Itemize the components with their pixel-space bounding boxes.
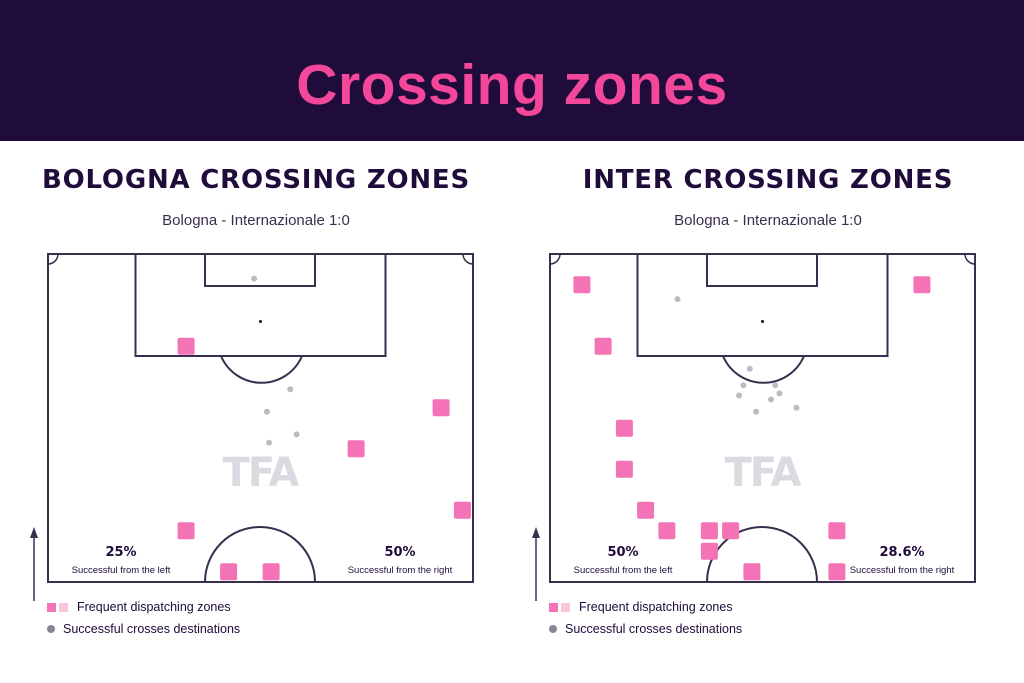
dispatch-zone <box>573 276 591 294</box>
watermark: TFA <box>223 450 300 496</box>
right-success-pct: 28.6% <box>879 545 924 560</box>
page-title: Crossing zones <box>296 53 728 117</box>
attack-direction-arrow <box>30 527 38 538</box>
legend-destinations-label: Successful crosses destinations <box>63 622 241 636</box>
legend-zone-dark-icon <box>47 602 56 612</box>
corner-arc-left <box>47 253 59 265</box>
header-banner: Crossing zones <box>0 0 1024 141</box>
legend-zones-label: Frequent dispatching zones <box>77 600 231 614</box>
legend-zones: Frequent dispatching zones <box>549 600 733 614</box>
legend-destinations-label: Successful crosses destinations <box>565 622 743 636</box>
penalty-box <box>134 253 387 357</box>
dispatch-zone <box>828 522 846 540</box>
cross-destination <box>746 365 753 372</box>
cross-destination <box>251 275 258 282</box>
match-subtitle: Bologna - Internazionale 1:0 <box>674 212 862 229</box>
penalty-spot <box>761 320 764 323</box>
right-success-pct: 50% <box>384 545 415 560</box>
dispatch-zone <box>700 542 718 560</box>
left-success-label: Successful from the left <box>574 565 673 576</box>
legend-zones: Frequent dispatching zones <box>47 600 231 614</box>
dispatch-zone <box>453 501 471 519</box>
cross-destination <box>776 390 783 397</box>
chart-marks <box>573 276 931 581</box>
dispatch-zone <box>262 563 280 581</box>
right-success-label: Successful from the right <box>348 565 453 576</box>
center-circle <box>204 526 316 583</box>
left-success-label: Successful from the left <box>72 565 171 576</box>
dispatch-zone <box>615 419 633 437</box>
six-yard-box <box>204 253 316 287</box>
corner-arc-left <box>549 253 561 265</box>
cross-destination <box>293 431 300 438</box>
cross-destination <box>263 408 270 415</box>
legend-destinations: Successful crosses destinations <box>47 622 240 636</box>
cross-destination <box>287 386 294 393</box>
panel-inter: INTER CROSSING ZONES Bologna - Internazi… <box>512 141 1024 683</box>
cross-destination <box>266 439 272 446</box>
legend-destination-icon <box>549 625 557 633</box>
penalty-arc <box>220 355 303 384</box>
attack-direction-arrow <box>532 527 540 538</box>
dispatch-zone <box>913 276 931 294</box>
dispatch-zone <box>220 563 238 581</box>
legend-destinations: Successful crosses destinations <box>549 622 742 636</box>
penalty-spot <box>259 320 262 323</box>
dispatch-zone <box>828 563 846 581</box>
penalty-box <box>636 253 889 357</box>
legend-zone-dark-icon <box>549 602 558 612</box>
dispatch-zone <box>722 522 740 540</box>
cross-destination <box>736 392 743 399</box>
corner-arc-right <box>462 253 474 265</box>
penalty-arc <box>722 355 805 384</box>
cross-destination <box>740 382 747 389</box>
dispatch-zone <box>177 522 195 540</box>
panel-title: INTER CROSSING ZONES <box>582 165 954 195</box>
panel-bologna: BOLOGNA CROSSING ZONES Bologna - Interna… <box>0 141 512 683</box>
six-yard-box <box>706 253 818 287</box>
watermark: TFA <box>725 450 802 496</box>
dispatch-zone <box>637 501 655 519</box>
dispatch-zone <box>658 522 676 540</box>
legend-destination-icon <box>47 625 55 633</box>
cross-destination <box>753 408 760 415</box>
pitch-boundary <box>47 253 474 583</box>
cross-destination <box>768 396 774 403</box>
dispatch-zone <box>177 337 195 355</box>
dispatch-zone <box>743 563 761 581</box>
corner-arc-right <box>964 253 976 265</box>
cross-destination <box>772 382 779 389</box>
chart-marks <box>177 275 471 581</box>
dispatch-zone <box>347 440 365 458</box>
match-subtitle: Bologna - Internazionale 1:0 <box>162 212 350 229</box>
left-success-pct: 50% <box>607 545 638 560</box>
legend-zone-light-icon <box>561 602 570 612</box>
legend-zone-light-icon <box>59 602 68 612</box>
cross-destination <box>674 296 681 303</box>
dispatch-zone <box>615 460 633 478</box>
pitch-chart-bologna: TFA 25% Successful from the left 50% Suc… <box>30 253 474 601</box>
dispatch-zone <box>700 522 718 540</box>
dispatch-zone <box>594 337 612 355</box>
pitch-chart-inter: TFA 50% Successful from the left 28.6% S… <box>532 253 976 601</box>
right-success-label: Successful from the right <box>850 565 955 576</box>
legend-zones-label: Frequent dispatching zones <box>579 600 733 614</box>
pitch-boundary <box>549 253 976 583</box>
dispatch-zone <box>432 399 450 417</box>
panel-title: BOLOGNA CROSSING ZONES <box>41 165 471 195</box>
cross-destination <box>793 404 800 411</box>
left-success-pct: 25% <box>105 545 136 560</box>
